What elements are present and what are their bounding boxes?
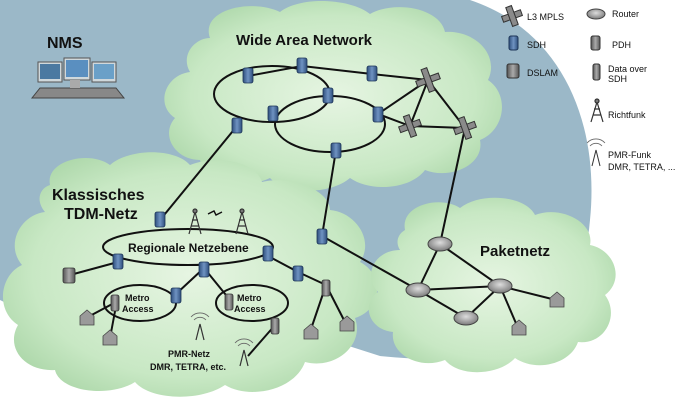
regional-label: Regionale Netzebene — [128, 241, 249, 255]
metro-access-label-1b: Access — [122, 304, 154, 314]
sdh-icon — [112, 253, 124, 270]
richtfunk-tower-icon — [188, 208, 202, 235]
wan-label: Wide Area Network — [236, 32, 373, 49]
legend-sdh: SDH — [527, 40, 546, 50]
sdh-icon — [231, 117, 243, 134]
sdh-icon — [154, 211, 166, 228]
legend-pdh-icon — [590, 35, 601, 51]
legend-sdh-icon — [508, 35, 519, 51]
legend-router-icon — [586, 8, 606, 20]
router-icon — [487, 278, 513, 294]
pmr-label-line1: PMR-Netz — [168, 349, 210, 359]
mpls-devices — [397, 67, 478, 141]
sdh-icon — [198, 261, 210, 278]
router-icon — [405, 282, 431, 298]
tdm-label-line2: TDM-Netz — [64, 206, 138, 223]
house-icon — [79, 309, 95, 326]
tdm-cloud — [2, 152, 378, 397]
legend-pmr-icon — [586, 138, 606, 167]
sdh-icon — [372, 106, 384, 123]
tower-devices — [188, 208, 254, 367]
mpls-icon — [415, 67, 441, 93]
router-icon — [427, 236, 453, 252]
sdh-icon — [330, 142, 342, 159]
legend-router: Router — [612, 9, 639, 19]
nms-label: NMS — [47, 35, 83, 52]
router-icon — [453, 310, 479, 326]
metro-access-label-2a: Metro — [237, 293, 262, 303]
paket-label: Paketnetz — [480, 243, 550, 260]
sdh-icon — [262, 245, 274, 262]
dslam-icon — [62, 267, 76, 284]
radio-link-icon — [207, 210, 223, 216]
house-icon — [303, 323, 319, 340]
sdh-icon — [296, 57, 308, 74]
sdh-icon — [267, 105, 279, 122]
legend-dslam-icon — [506, 63, 520, 79]
sdh-icon — [242, 67, 254, 84]
metro-access-label-1a: Metro — [125, 293, 150, 303]
house-icon — [511, 319, 527, 336]
house-icon — [549, 291, 565, 308]
nms-workstation-icon — [30, 57, 126, 99]
legend-pdh: PDH — [612, 40, 631, 50]
legend-pmr-2: DMR, TETRA, ... — [608, 162, 675, 172]
legend-richtfunk-icon — [590, 98, 604, 123]
data-over-sdh-icon — [270, 317, 280, 335]
sdh-icon — [316, 228, 328, 245]
legend: L3 MPLS Router SDH PDH DSLAM Data over S… — [500, 4, 675, 172]
tdm-label-line1: Klassisches — [52, 187, 145, 204]
mpls-icon — [452, 115, 478, 141]
dslam-devices — [62, 267, 331, 335]
pmr-label-line2: DMR, TETRA, etc. — [150, 362, 226, 372]
richtfunk-tower-icon — [235, 208, 249, 235]
pmr-tower-icon — [234, 338, 254, 367]
legend-l3mpls: L3 MPLS — [527, 12, 564, 22]
data-over-sdh-icon — [321, 279, 331, 297]
legend-data-sdh-1: Data over — [608, 64, 647, 74]
sdh-icon — [170, 287, 182, 304]
mpls-icon — [397, 113, 423, 139]
data-over-sdh-icon — [224, 293, 234, 311]
sdh-icon — [366, 65, 378, 82]
legend-pmr-1: PMR-Funk — [608, 150, 652, 160]
legend-mpls-icon — [500, 4, 524, 28]
router-devices — [405, 236, 513, 326]
legend-data-sdh-icon — [592, 63, 601, 81]
legend-data-sdh-2: SDH — [608, 74, 627, 84]
house-icon — [339, 315, 355, 332]
house-icon — [102, 329, 118, 346]
metro-access-label-2b: Access — [234, 304, 266, 314]
house-devices — [79, 291, 565, 346]
legend-dslam: DSLAM — [527, 68, 558, 78]
sdh-devices — [112, 57, 384, 304]
legend-richtfunk: Richtfunk — [608, 110, 646, 120]
sdh-icon — [292, 265, 304, 282]
data-over-sdh-icon — [110, 294, 120, 312]
pmr-tower-icon — [190, 312, 210, 341]
sdh-icon — [322, 87, 334, 104]
